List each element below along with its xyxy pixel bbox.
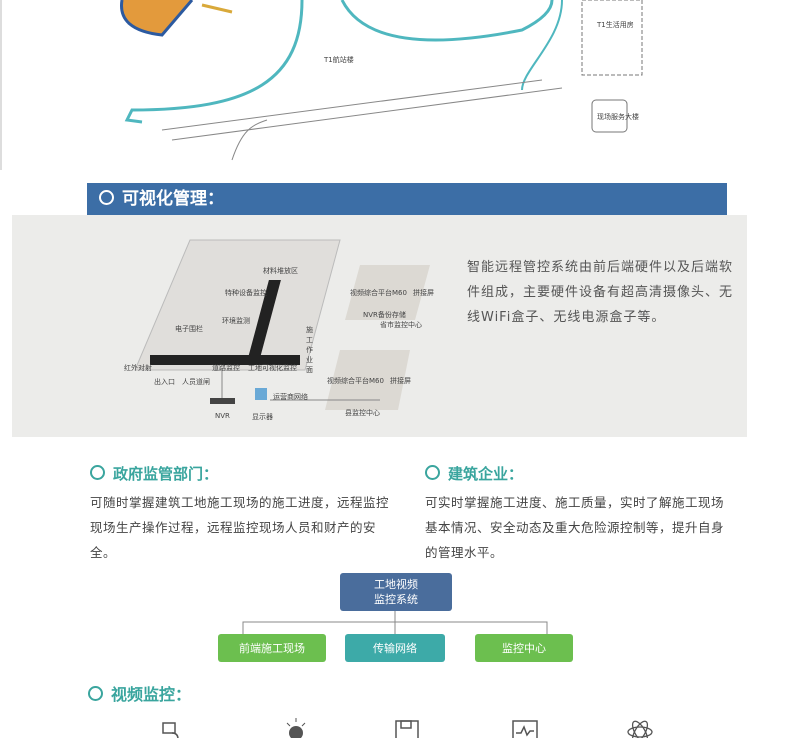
atom-icon (627, 720, 653, 738)
diagram-label: 显示器 (252, 413, 273, 421)
video-heading: 视频监控： (88, 681, 191, 705)
diagram-label: 材料堆放区 (263, 267, 298, 275)
video-title: 视频监控： (111, 685, 192, 704)
diagram-label: 道路监控 (212, 364, 240, 372)
storage-icon (395, 720, 419, 738)
diagram-label: 电子围栏 (175, 325, 203, 333)
diagram-label: 出入口 (154, 378, 175, 386)
diagram-label: 视频综合平台M60 (350, 289, 407, 297)
devices-icon (162, 722, 179, 738)
circle-icon (425, 465, 440, 480)
monitor-wave-icon (512, 720, 538, 738)
corp-text: 可实时掌握施工进度、施工质量，实时了解施工现场基本情况、安全动态及重大危险源控制… (425, 495, 725, 560)
circle-icon (88, 686, 103, 701)
system-description: 智能远程管控系统由前后端硬件以及后端软件组成，主要硬件设备有超高清摄像头、无线W… (467, 260, 734, 325)
diagram-label: 环境监测 (222, 317, 250, 325)
diagram-label: 拼接屏 (413, 289, 434, 297)
diagram-label: 工地可视化监控 (248, 364, 297, 372)
diagram-label: 县监控中心 (345, 409, 380, 417)
circle-icon (99, 190, 114, 205)
diagram-label: 特种设备监控 (225, 289, 267, 297)
corp-title: 建筑企业： (448, 465, 524, 483)
gov-text: 可随时掌握建筑工地施工现场的施工进度，远程监控现场生产操作过程，远程监控现场人员… (90, 495, 390, 560)
map-label: T1航站楼 (324, 56, 354, 64)
diagram-label: NVR (215, 412, 230, 420)
diagram-label: 运营商网络 (273, 393, 308, 401)
tree-child-frontend: 前端施工现场 (218, 634, 326, 662)
tree-child-network: 传输网络 (345, 634, 445, 662)
site-map-image: T1航站楼 T1生活用房 现场服务大楼 (0, 0, 800, 170)
section-header-visual-management: 可视化管理： (87, 183, 727, 215)
map-label: 现场服务大楼 (597, 113, 639, 121)
gov-heading: 政府监管部门： (90, 463, 218, 484)
diagram-label: 视频综合平台M60 (327, 377, 384, 385)
tree-child-center: 监控中心 (475, 634, 573, 662)
diagram-label: 人员道闸 (182, 378, 210, 386)
circle-icon (90, 465, 105, 480)
tree-root: 工地视频 监控系统 (340, 573, 452, 611)
feature-icons (162, 718, 653, 738)
diagram-label: 拼接屏 (390, 377, 411, 385)
corp-heading: 建筑企业： (425, 463, 523, 484)
alarm-light-icon (286, 718, 306, 738)
gov-title: 政府监管部门： (113, 465, 219, 483)
diagram-label: 施工作业面 (306, 326, 313, 374)
diagram-label: NVR备份存储 (363, 311, 406, 319)
system-diagram: 材料堆放区 特种设备监控 环境监测 电子围栏 施工作业面 红外对射 出入口 人员… (124, 220, 440, 430)
diagram-label: 省市监控中心 (380, 321, 422, 329)
section-title: 可视化管理： (122, 189, 224, 209)
diagram-label: 红外对射 (124, 364, 152, 372)
map-label: T1生活用房 (597, 21, 634, 29)
